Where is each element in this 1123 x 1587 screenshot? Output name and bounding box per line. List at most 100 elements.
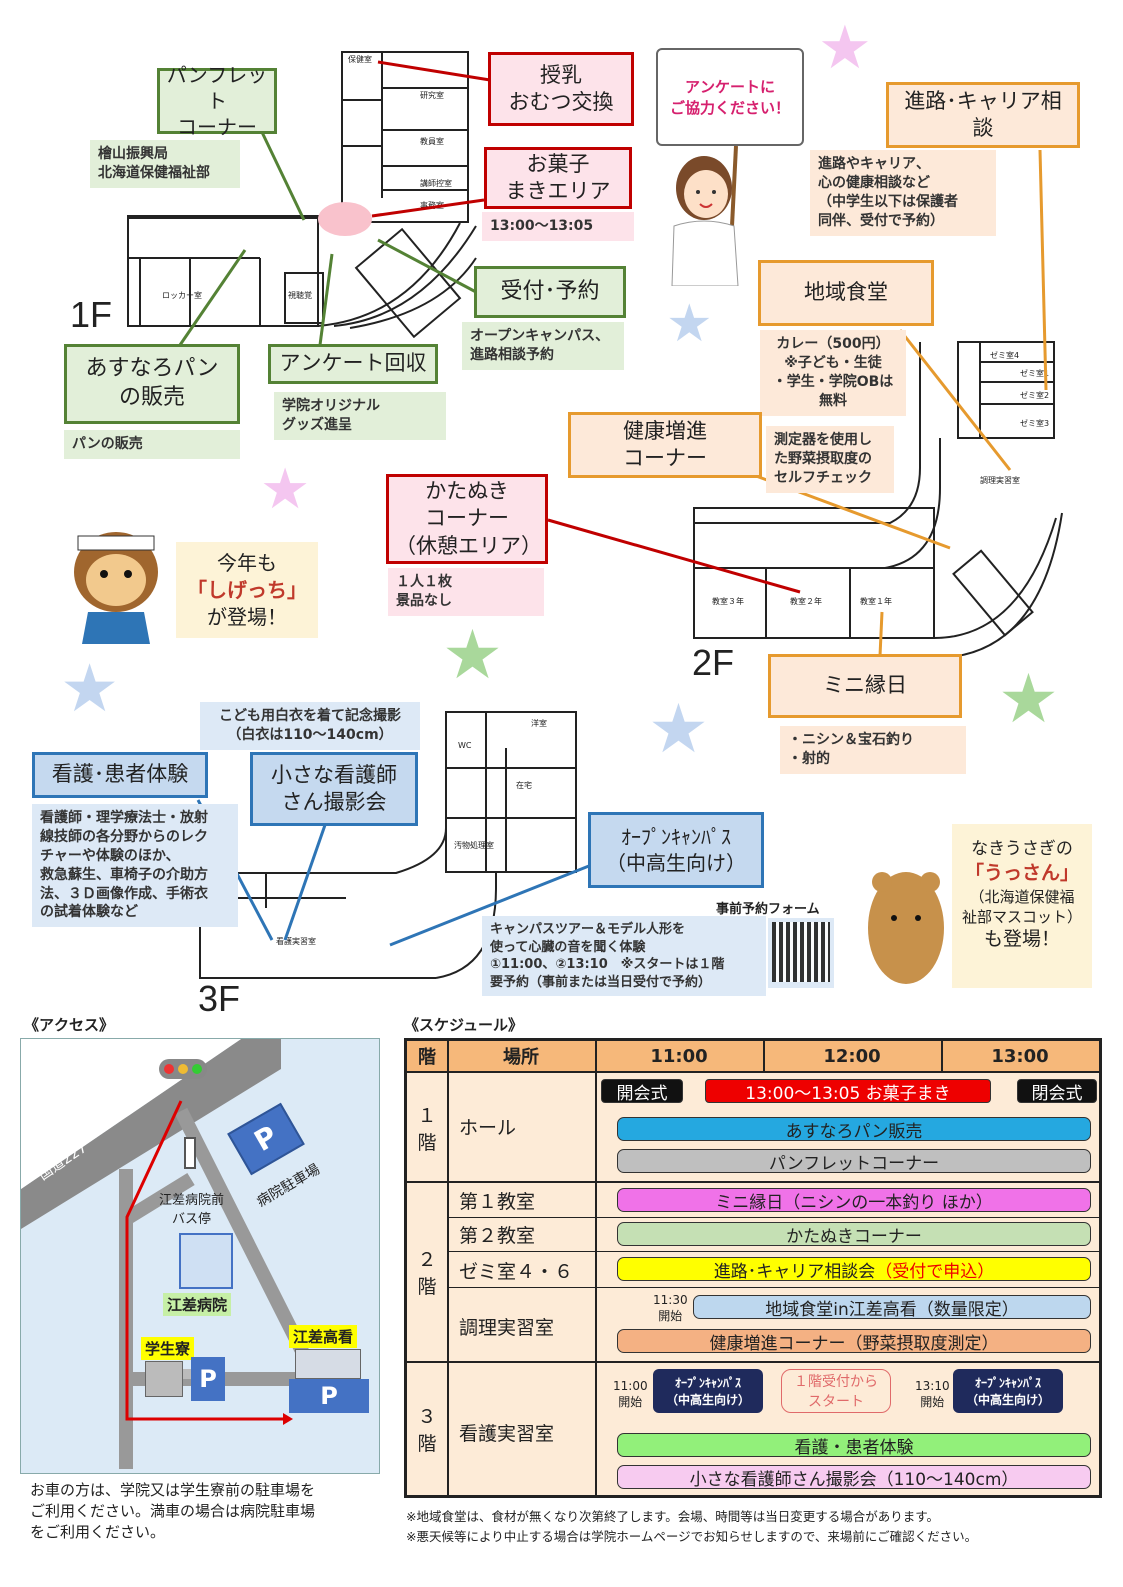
svg-text:教室２年: 教室２年: [790, 596, 822, 606]
callout-career: 進路･キャリア相談: [886, 82, 1080, 148]
note-kango-taiken: 看護師・理学療法士・放射 線技師の各分野からのレク チャーや体験のほか、 救急蘇…: [32, 804, 238, 928]
svg-text:講師控室: 講師控室: [420, 178, 452, 188]
place-hall: ホール: [459, 1116, 517, 1139]
floor-label-1f: 1F: [70, 294, 113, 335]
note-katanuki: １人１枚 景品なし: [388, 568, 544, 616]
note-pan: パンの販売: [64, 430, 240, 459]
note-okashi-time: 13:00～13:05: [482, 212, 634, 241]
star-icon: ★: [442, 616, 503, 695]
school-parking-icon: P: [289, 1379, 369, 1413]
bar-kango-taiken: 看護・患者体験: [617, 1433, 1091, 1458]
svg-text:ゼミ室1: ゼミ室1: [1020, 368, 1049, 378]
access-map: 国道227 P 病院駐車場 江差病院前 バス停 江差病院 学生寮 P 江差高看 …: [20, 1038, 380, 1474]
head-1300: 13:00: [941, 1041, 1099, 1073]
start-1310: 13:10 開始: [915, 1379, 950, 1409]
head-1100: 11:00: [595, 1041, 763, 1073]
svg-text:教室１年: 教室１年: [860, 596, 892, 606]
callout-open-campus: ｵｰﾌﾟﾝｷｬﾝﾊﾟｽ （中高生向け）: [588, 812, 764, 888]
svg-text:調理実習室: 調理実習室: [980, 475, 1020, 485]
schedule-table: 階 場所 11:00 12:00 13:00 １ 階 ２ 階 ３ 階 ホール 第…: [404, 1038, 1102, 1498]
bar-kenko: 健康増進コーナー（野菜摂取度測定）: [617, 1329, 1091, 1354]
svg-text:在宅: 在宅: [516, 780, 532, 790]
school-building-icon: [295, 1349, 361, 1379]
head-floor: 階: [407, 1041, 447, 1073]
start-1130: 11:30 開始: [653, 1293, 688, 1323]
svg-text:汚物処理室: 汚物処理室: [454, 840, 494, 850]
bar-shokudo: 地域食堂in江差高看（数量限定）: [693, 1295, 1091, 1320]
head-1200: 12:00: [763, 1041, 941, 1073]
note-reception: オープンキャンパス、 進路相談予約: [462, 322, 624, 370]
hospital-label: 江差病院: [163, 1293, 232, 1316]
star-icon: ★: [818, 13, 872, 83]
note-open-campus: キャンパスツアー＆モデル人形を 使って心臓の音を聞く体験 ①11:00、②13:…: [482, 916, 766, 997]
note-photo: こども用白衣を着て記念撮影 （白衣は110～140cm）: [200, 702, 420, 750]
svg-text:ロッカー室: ロッカー室: [162, 290, 202, 300]
okashi-area-marker: [318, 202, 372, 236]
star-icon: ★: [648, 690, 709, 769]
access-title: 《アクセス》: [24, 1016, 115, 1034]
reservation-form-label: 事前予約フォーム: [716, 902, 820, 917]
svg-text:洋室: 洋室: [531, 718, 547, 728]
traffic-light-icon: [159, 1059, 207, 1079]
note-career: 進路やキャリア、 心の健康相談など （中学生以下は保護者 同伴、受付で予約）: [810, 150, 996, 236]
ussan-mascot: [862, 862, 952, 992]
star-icon: ★: [60, 650, 120, 727]
svg-text:ゼミ室3: ゼミ室3: [1020, 418, 1049, 428]
svg-text:ゼミ室2: ゼミ室2: [1020, 390, 1049, 400]
svg-text:保健室: 保健室: [348, 54, 372, 64]
head-place: 場所: [447, 1041, 595, 1073]
svg-text:教員室: 教員室: [420, 136, 444, 146]
callout-reception: 受付･予約: [474, 266, 626, 318]
bar-katanuki: かたぬきコーナー: [617, 1222, 1091, 1247]
shigecchi-message: 今年も 「しげっち」 が登場！: [176, 542, 318, 638]
note-mini-ennichi: ・ニシン＆宝石釣り ・射的: [780, 726, 966, 774]
floor-3: ３ 階: [417, 1406, 437, 1455]
place-zemi: ゼミ室４・６: [459, 1260, 574, 1283]
place-room1: 第１教室: [459, 1190, 536, 1213]
bar-opening: 開会式: [601, 1079, 683, 1104]
svg-text:看護実習室: 看護実習室: [276, 936, 316, 946]
shigecchi-mascot: [64, 520, 168, 646]
footnote-1: ※地域食堂は、食材が無くなり次第終了します。会場、時間等は当日変更する場合があり…: [406, 1509, 939, 1524]
callout-kenko: 健康増進 コーナー: [568, 412, 762, 478]
bar-pamphlet: パンフレットコーナー: [617, 1149, 1091, 1174]
callout-pamphlet-corner: パンフレット コーナー: [157, 63, 277, 139]
start-1100: 11:00 開始: [613, 1379, 648, 1409]
bus-stop-icon: [184, 1137, 196, 1169]
note-kenko: 測定器を使用し た野菜摂取度の セルフチェック: [766, 426, 894, 493]
dorm-parking-icon: P: [191, 1357, 225, 1401]
bus-stop-label: 江差病院前 バス停: [159, 1193, 225, 1227]
dorm-label: 学生寮: [141, 1337, 195, 1360]
place-chori: 調理実習室: [459, 1316, 555, 1339]
callout-kango-taiken: 看護･患者体験: [32, 752, 208, 798]
ussan-message: なきうさぎの 「うっさん」 （北海道保健福 祉部マスコット） も登場！: [952, 824, 1092, 988]
note-hiyama: 檜山振興局 北海道保健福祉部: [90, 140, 240, 188]
qr-code[interactable]: [768, 918, 834, 988]
svg-text:研究室: 研究室: [420, 90, 444, 100]
callout-asunaro-pan: あすなろパン の販売: [64, 344, 240, 424]
school-label: 江差高看: [289, 1325, 358, 1348]
callout-mini-ennichi: ミニ縁日: [768, 654, 962, 718]
svg-text:教室３年: 教室３年: [712, 596, 744, 606]
dorm-building-icon: [145, 1361, 183, 1397]
survey-girl-illustration: [664, 145, 754, 287]
star-icon: ★: [666, 294, 713, 354]
place-room2: 第２教室: [459, 1224, 536, 1247]
bar-open-campus-1: ｵｰﾌﾟﾝｷｬﾝﾊﾟｽ （中高生向け）: [653, 1369, 763, 1413]
floor-plan-1f: 保健室研究室教員室 講師控室事務室 ロッカー室視聴覚: [127, 51, 477, 338]
floor-1: １ 階: [417, 1105, 437, 1154]
svg-text:ゼミ室4: ゼミ室4: [990, 350, 1019, 360]
place-kango: 看護実習室: [459, 1422, 555, 1445]
callout-photo-session: 小さな看護師 さん撮影会: [250, 752, 418, 826]
callout-okashi-area: お菓子 まきエリア: [484, 147, 632, 209]
access-caption: お車の方は、学院又は学生寮前の駐車場を ご利用ください。満車の場合は病院駐車場 …: [30, 1481, 316, 1541]
star-icon: ★: [998, 660, 1059, 739]
callout-nursing-room: 授乳 おむつ交換: [488, 52, 634, 126]
footnote-2: ※悪天候等により中止する場合は学院ホームページでお知らせしますので、来場前にご確…: [406, 1529, 978, 1544]
hospital-building-icon: [179, 1233, 233, 1289]
callout-shokudo: 地域食堂: [758, 260, 934, 326]
survey-sign: アンケートに ご協力ください！: [656, 48, 804, 146]
bar-open-campus-2: ｵｰﾌﾟﾝｷｬﾝﾊﾟｽ （中高生向け）: [953, 1369, 1063, 1413]
bar-career: 進路･キャリア相談会（受付で申込）: [617, 1257, 1091, 1282]
